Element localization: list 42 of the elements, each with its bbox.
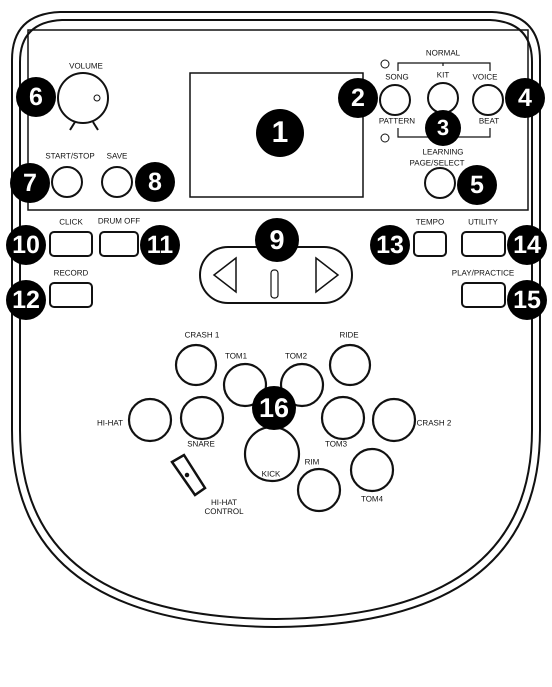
control-label: RIDE <box>339 332 359 340</box>
control-label: TOM3 <box>324 440 348 450</box>
control-label: TEMPO <box>416 218 444 228</box>
callout-number: 3 <box>425 110 461 146</box>
control-label: LEARNING <box>422 148 464 158</box>
control-label: TOM2 <box>284 352 308 362</box>
callout-number: 2 <box>338 78 378 118</box>
control-label: KIT <box>436 72 450 80</box>
control-label: CRASH 2 <box>416 420 452 428</box>
control-label: RECORD <box>54 270 88 278</box>
callout-number: 12 <box>6 280 46 320</box>
control-label: CLICK <box>59 218 83 228</box>
control-label: BEAT <box>478 118 500 126</box>
callout-number: 14 <box>507 225 547 265</box>
control-label: VOLUME <box>69 62 103 72</box>
control-label: RIM <box>304 458 320 468</box>
control-label: HI-HAT CONTROL <box>203 499 245 517</box>
callout-number: 11 <box>140 225 180 265</box>
control-label: START/STOP <box>45 152 95 162</box>
callout-number: 4 <box>505 78 545 118</box>
control-label: UTILITY <box>468 218 498 228</box>
control-label: TOM1 <box>224 352 248 362</box>
callout-number: 9 <box>255 218 299 262</box>
control-label: KICK <box>262 470 280 480</box>
control-label: HI-HAT <box>96 420 124 428</box>
control-label: SONG <box>385 74 409 82</box>
callout-number: 15 <box>507 280 547 320</box>
control-label: CRASH 1 <box>184 332 220 340</box>
control-label: SNARE <box>187 440 215 450</box>
control-label: SAVE <box>106 152 128 162</box>
control-label: PATTERN <box>378 118 416 126</box>
control-label: TOM4 <box>360 496 384 504</box>
control-label: VOICE <box>472 74 498 82</box>
control-label: NORMAL <box>426 50 460 58</box>
callout-number: 8 <box>135 162 175 202</box>
callout-number: 7 <box>10 163 50 203</box>
callout-number: 5 <box>457 165 497 205</box>
callout-number: 6 <box>16 77 56 117</box>
control-label: DRUM OFF <box>98 218 140 226</box>
control-label: PLAY/PRACTICE <box>452 270 514 278</box>
callout-number: 13 <box>370 225 410 265</box>
callout-number: 10 <box>6 225 46 265</box>
